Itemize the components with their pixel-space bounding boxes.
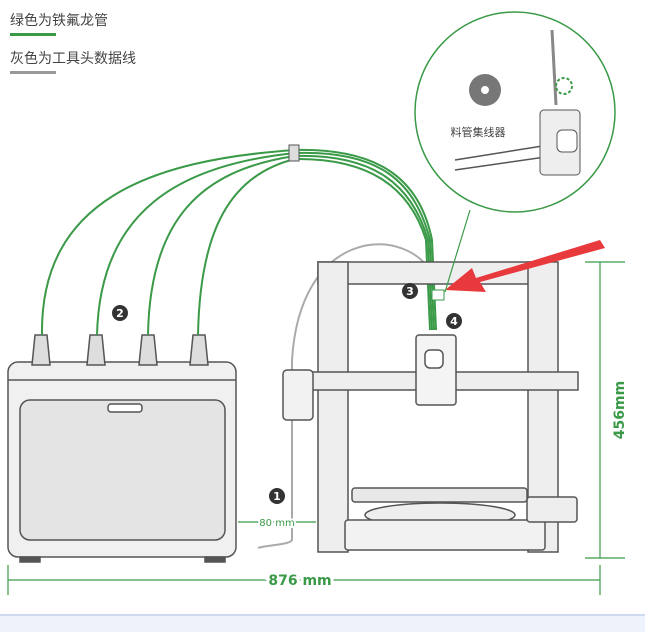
marker-2: 2 (116, 307, 124, 320)
legend-cable-label: 灰色为工具头数据线 (10, 51, 136, 67)
ptfe-tubes (40, 148, 437, 336)
tube-clip (288, 144, 300, 162)
callout-zoom: 料管集线器 (414, 11, 616, 293)
marker-4: 4 (450, 315, 458, 328)
ams-unit (7, 334, 237, 563)
red-arrow-icon (445, 240, 605, 292)
legend-ptfe: 绿色为铁氟龙管 (10, 10, 108, 36)
hub-point (431, 289, 445, 301)
marker-3: 3 (406, 285, 414, 298)
height-dimension: 456mm (612, 381, 628, 439)
legend-ptfe-swatch (10, 33, 56, 36)
bottom-bar (0, 614, 645, 632)
marker-1: 1 (273, 490, 281, 503)
toolhead-cable (257, 243, 431, 549)
legend-ptfe-label: 绿色为铁氟龙管 (10, 13, 108, 29)
legend-cable: 灰色为工具头数据线 (10, 48, 136, 74)
printer (282, 261, 579, 553)
hub-label: 料管集线器 (451, 125, 506, 139)
dimension-lines (7, 261, 625, 595)
width-dimension: 876 mm (268, 573, 331, 589)
hub-icon (469, 74, 501, 106)
legend-cable-swatch (10, 71, 56, 74)
gap-dimension: 80 mm (259, 518, 294, 529)
